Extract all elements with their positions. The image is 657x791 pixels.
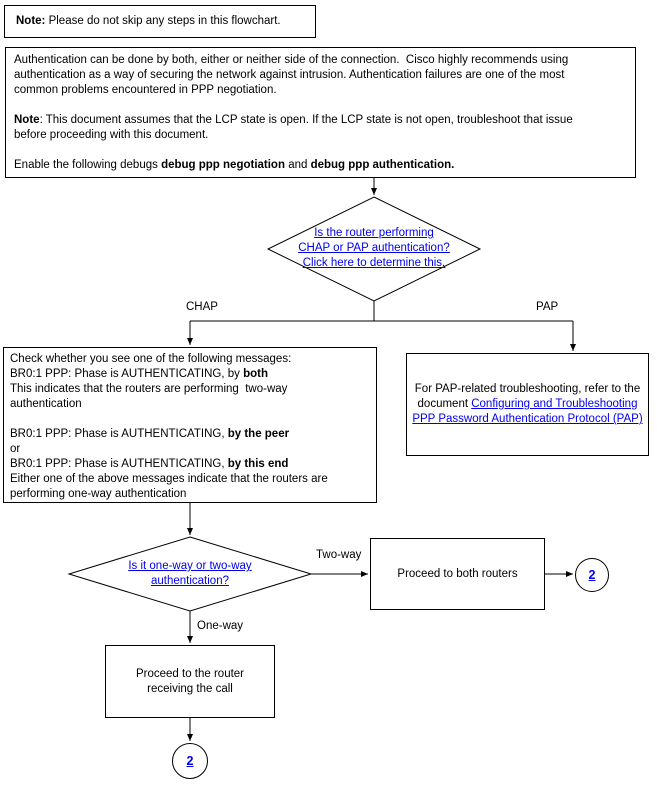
chap-line-1: Check whether you see one of the followi… [10,353,292,365]
edge-label-one-way: One-way [197,620,244,632]
text-run: BR0:1 PPP: Phase is AUTHENTICATING, [10,458,228,470]
connector-circle-top: 2 [575,558,609,592]
intro-line-1: Authentication can be done by both, eith… [14,54,569,66]
edge-label-two-way: Two-way [316,549,362,561]
decision1-text: Is the router performing CHAP or PAP aut… [272,226,476,271]
proceed-both-routers-box: Proceed to both routers [370,538,545,610]
proceed-receiving-router-label: Proceed to the router receiving the call [135,667,245,695]
chap-line-7: BR0:1 PPP: Phase is AUTHENTICATING, by t… [10,457,370,472]
chap-line-3: This indicates that the routers are perf… [10,383,288,395]
link-line: CHAP or PAP authentication? [298,242,450,254]
note-box: Note: Please do not skip any steps in th… [4,5,316,38]
note-label: Note: [16,15,46,27]
text-run: : This document assumes that the LCP sta… [39,114,573,126]
link-line: Click here to determine this. [302,257,446,269]
proceed-receiving-router-box: Proceed to the router receiving the call [105,645,275,718]
branch-label-pap: PAP [536,301,559,313]
chap-or-pap-link[interactable]: Is the router performing CHAP or PAP aut… [272,226,476,271]
intro-line-5: before proceeding with this document. [14,129,209,141]
chap-line-9: performing one-way authentication [10,488,187,500]
chap-line-5: BR0:1 PPP: Phase is AUTHENTICATING, by t… [10,427,370,442]
link-line: Is the router performing [314,227,434,239]
page-2-link-bottom[interactable]: 2 [186,754,194,768]
intro-line-4: Note: This document assumes that the LCP… [14,113,627,128]
chap-line-4: authentication [10,398,82,410]
spacer [10,412,370,427]
text-run: Enable the following debugs [14,159,162,171]
chap-line-8: Either one of the above messages indicat… [10,473,328,485]
note-line: Note: Please do not skip any steps in th… [16,14,281,29]
proceed-both-routers-label: Proceed to both routers [397,568,518,580]
pap-document-link[interactable]: Configuring and Troubleshooting PPP Pass… [412,398,643,425]
connector-circle-bottom: 2 [172,743,208,779]
intro-box: Authentication can be done by both, eith… [5,47,636,178]
chap-line-2: BR0:1 PPP: Phase is AUTHENTICATING, by b… [10,367,370,382]
keyword-both: both [243,368,268,380]
text-run: and [285,159,311,171]
spacer [14,98,627,113]
intro-line-6: Enable the following debugs debug ppp ne… [14,158,627,173]
text-run: BR0:1 PPP: Phase is AUTHENTICATING, by [10,368,244,380]
keyword-by-this-end: by this end [227,458,289,470]
note-label: Note [14,114,40,126]
one-way-or-two-way-link[interactable]: Is it one-way or two-way authentication? [90,559,290,589]
chap-line-6: or [10,443,21,455]
intro-line-3: common problems encountered in PPP negot… [14,84,277,96]
link-line: Is it one-way or two-way [128,560,252,572]
note-text: Please do not skip any steps in this flo… [45,15,281,27]
pap-box: For PAP-related troubleshooting, refer t… [406,353,649,456]
debug-command-2: debug ppp authentication. [310,159,455,171]
decision2-text: Is it one-way or two-way authentication? [90,559,290,589]
text-run: BR0:1 PPP: Phase is AUTHENTICATING, [10,428,228,440]
link-line: authentication? [150,575,229,587]
keyword-by-the-peer: by the peer [227,428,290,440]
pap-text: For PAP-related troubleshooting, refer t… [410,382,646,427]
intro-line-2: authentication as a way of securing the … [14,69,565,81]
page-2-link-top[interactable]: 2 [588,568,596,582]
branch-label-chap: CHAP [186,301,218,313]
debug-command-1: debug ppp negotiation [161,159,285,171]
text-run: For PAP-related troubleshooting, refer t… [414,383,641,410]
spacer [14,143,627,158]
chap-messages-box: Check whether you see one of the followi… [3,347,377,503]
